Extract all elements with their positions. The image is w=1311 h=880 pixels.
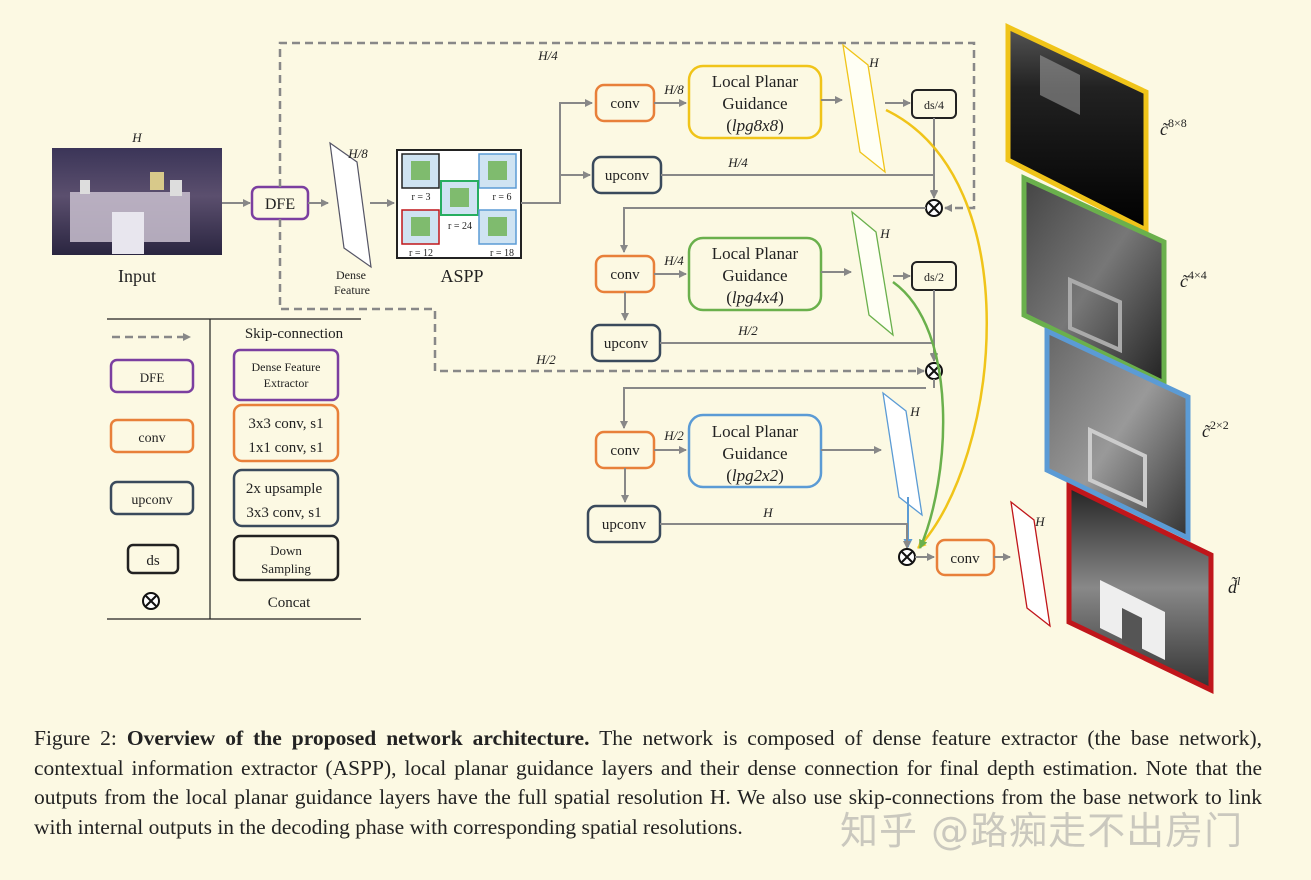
legend-concat-icon — [142, 592, 160, 610]
upconv-label-1: upconv — [605, 168, 650, 184]
stage1-size-label: H/8 — [663, 82, 684, 97]
final-size-label: H — [1034, 514, 1045, 529]
watermark: 知乎 @路痴走不出房门 — [840, 809, 1244, 853]
aspp-rate-24: r = 24 — [448, 221, 472, 232]
concat-node-final — [898, 548, 916, 566]
ds4-label: ds/4 — [924, 98, 944, 112]
aspp-rate-3: r = 3 — [412, 192, 431, 203]
lpg4-title-2: Guidance — [722, 266, 787, 285]
output-depth-image — [1066, 482, 1214, 694]
lpg8-size-label: H — [868, 55, 879, 70]
skip-h2-label: H/2 — [535, 352, 556, 367]
lpg4-block — [687, 236, 823, 312]
upconv2-size-label: H/2 — [737, 323, 758, 338]
lpg4-size-label: H — [879, 226, 890, 241]
lpg2-name: (lpg2x2) — [726, 466, 784, 485]
lpg4-output-slab — [851, 210, 894, 337]
legend-upconv-val-2: 3x3 conv, s1 — [246, 505, 321, 521]
legend-ds-key: ds — [146, 553, 160, 569]
input-image — [52, 148, 222, 255]
legend-skip: Skip-connection — [245, 326, 344, 342]
lpg2-title-1: Local Planar — [712, 422, 799, 441]
output-depth-label: d̃l — [1228, 574, 1241, 597]
caption-bold: Overview of the proposed network archite… — [126, 726, 590, 750]
legend-conv-val-2: 1x1 conv, s1 — [248, 440, 323, 456]
legend-ds-val-2: Sampling — [261, 561, 311, 576]
figure-caption: Figure 2: Overview of the proposed netwo… — [34, 724, 1262, 842]
lpg8-title-1: Local Planar — [712, 72, 799, 91]
input-label: Input — [118, 266, 156, 286]
legend-conv-key: conv — [138, 431, 165, 446]
conv-label-1: conv — [610, 96, 640, 112]
lpg8-block — [687, 64, 823, 140]
legend: Skip-connection DFE Dense Feature Extrac… — [107, 318, 361, 620]
input-size-label: H — [131, 130, 142, 145]
aspp-rate-18: r = 18 — [490, 248, 514, 259]
output-c2-label: c̃2×2 — [1202, 418, 1229, 441]
lpg2-output-slab — [882, 391, 923, 517]
dense-feature-slab — [329, 141, 372, 269]
lpg4-name: (lpg4x4) — [726, 288, 784, 307]
lpg8-output-slab — [842, 43, 886, 174]
legend-concat-val: Concat — [268, 595, 311, 611]
lpg2-size-label: H — [909, 404, 920, 419]
final-output-slab — [1010, 500, 1051, 628]
dense-feature-label-1: Dense — [336, 268, 366, 282]
dense-size-label: H/8 — [347, 146, 368, 161]
lpg4-title-1: Local Planar — [712, 244, 799, 263]
legend-upconv-val-1: 2x upsample — [246, 481, 323, 497]
upconv3-size-label: H — [762, 505, 773, 520]
skip-h4-label: H/4 — [537, 48, 558, 63]
legend-dfe-key: DFE — [140, 370, 165, 385]
caption-body: The network is composed of dense feature… — [34, 726, 1263, 839]
upconv-label-2: upconv — [604, 336, 649, 352]
legend-upconv-key: upconv — [131, 493, 172, 508]
output-c8-label: c̃8×8 — [1160, 116, 1187, 139]
legend-dfe-val-2: Extractor — [264, 376, 309, 390]
aspp-rate-6: r = 6 — [493, 192, 512, 203]
aspp-block: r = 3 r = 6 r = 24 r = 12 r = 18 — [396, 149, 522, 259]
dense-feature-label-2: Feature — [334, 283, 370, 297]
ds2-label: ds/2 — [924, 270, 944, 284]
stage3-size-label: H/2 — [663, 428, 684, 443]
concat-node-1 — [925, 199, 943, 217]
aspp-label: ASPP — [440, 266, 483, 286]
dfe-label: DFE — [265, 196, 295, 213]
output-c8-image — [1005, 23, 1149, 235]
lpg2-title-2: Guidance — [722, 444, 787, 463]
caption-prefix: Figure 2: — [34, 726, 117, 750]
conv-label-final: conv — [950, 551, 980, 567]
architecture-diagram: H Input DFE H/8 Dense Feature r = 3 r = … — [52, 23, 1241, 694]
output-c4-label: c̃4×4 — [1180, 268, 1207, 291]
lpg8-title-2: Guidance — [722, 94, 787, 113]
stage2-size-label: H/4 — [663, 253, 684, 268]
lpg8-name: (lpg8x8) — [726, 116, 784, 135]
output-c4-image — [1021, 174, 1167, 387]
legend-dfe-val-1: Dense Feature — [252, 360, 321, 374]
legend-conv-val-1: 3x3 conv, s1 — [248, 416, 323, 432]
legend-ds-val-1: Down — [270, 543, 302, 558]
conv-label-3: conv — [610, 443, 640, 459]
upconv-label-3: upconv — [602, 517, 647, 533]
conv-label-2: conv — [610, 267, 640, 283]
aspp-rate-12: r = 12 — [409, 248, 433, 259]
upconv1-size-label: H/4 — [727, 155, 748, 170]
output-c2-image — [1044, 327, 1191, 542]
